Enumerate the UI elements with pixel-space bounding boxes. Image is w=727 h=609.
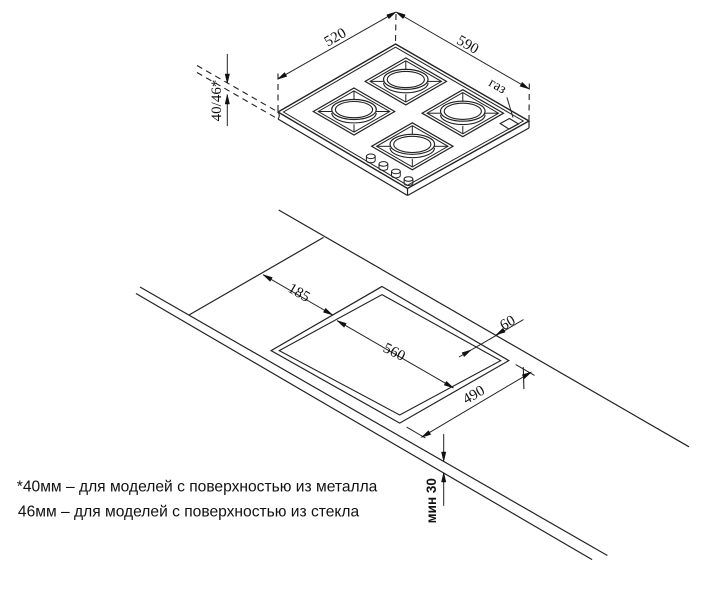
svg-text:60: 60: [497, 313, 518, 334]
svg-text:46мм – для моделей с поверхнос: 46мм – для моделей с поверхностью из сте…: [18, 504, 360, 521]
svg-text:*40мм – для моделей с поверхно: *40мм – для моделей с поверхностью из ме…: [17, 479, 378, 496]
svg-text:мин 30: мин 30: [424, 478, 439, 523]
svg-text:40/46*: 40/46*: [209, 80, 225, 122]
